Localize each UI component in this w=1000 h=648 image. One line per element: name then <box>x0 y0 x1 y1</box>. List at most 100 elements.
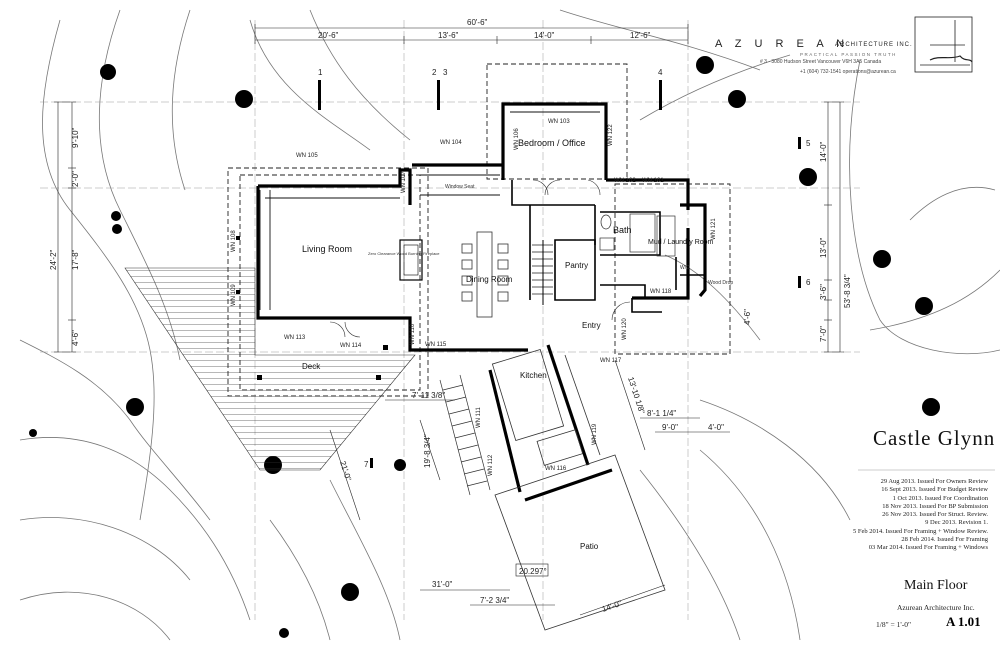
label-window-seat: Window Seat <box>445 184 475 190</box>
project-name: Castle Glynn <box>873 426 996 450</box>
room-bath: Bath <box>613 225 632 235</box>
window-tag: WN 120 <box>622 318 628 340</box>
revision-item: 1 Oct 2013. Issued For Coordination <box>892 494 988 502</box>
revision-item: 29 Aug 2013. Issued For Owners Review <box>880 478 988 485</box>
firm-name-footer: Azurean Architecture Inc. <box>897 603 975 612</box>
window-tag: WN 108 <box>231 230 237 252</box>
window-tag: WN 101 <box>642 178 664 184</box>
tree <box>799 168 817 186</box>
window-tag: WN 111 <box>476 407 482 428</box>
dim-kitchen-6: 19'-8 3/4" <box>423 434 432 468</box>
tree <box>100 64 116 80</box>
tree <box>922 398 940 416</box>
window-tag: WN 112 <box>488 454 494 476</box>
dim-right-2: 13'-0" <box>819 237 828 258</box>
dim-top-3: 14'-0" <box>534 31 555 40</box>
firm-logo <box>914 16 973 73</box>
label-fireplace: Zero Clearance Wood Burning Fireplace <box>368 251 440 256</box>
window-tag: WN 105 <box>296 153 318 159</box>
slope-hatch <box>124 267 416 471</box>
dim-kitchen-2: 8'-1 1/4" <box>647 409 676 418</box>
mudroom-roof-outline <box>614 183 731 355</box>
section-mark-6: 6 <box>806 278 811 287</box>
window-tag: WN 116 <box>545 466 567 472</box>
tree <box>728 90 746 108</box>
dining-table <box>461 231 509 318</box>
window-tag: WN 110 <box>410 323 416 345</box>
tree <box>29 429 37 437</box>
tree <box>915 297 933 315</box>
angle-box <box>515 563 549 577</box>
dim-overall-top: 60'-6" <box>467 18 488 27</box>
dim-kitchen-1: 7'-11 3/8" <box>412 391 445 400</box>
tree <box>341 583 359 601</box>
tree <box>111 211 121 221</box>
dim-left-overall: 24'-2" <box>49 249 58 270</box>
grid-reference-lines <box>40 20 860 620</box>
tree <box>696 56 714 74</box>
door-swings <box>329 179 631 338</box>
room-living-room: Living Room <box>302 244 352 254</box>
window-tag: WN 104 <box>440 140 462 146</box>
right-dimension-string <box>824 101 844 353</box>
dim-top-4: 12'-6" <box>630 31 651 40</box>
revision-item: 18 Nov 2013. Issued For BP Submission <box>882 502 988 510</box>
trees <box>29 56 940 638</box>
window-tag: WN 118 <box>650 289 672 295</box>
dim-top-2: 13'-6" <box>438 31 459 40</box>
dim-left-2: 2'-0" <box>71 171 80 187</box>
window-tag: WN 107 <box>401 171 407 193</box>
tree <box>873 250 891 268</box>
room-kitchen: Kitchen <box>520 371 547 380</box>
section-mark-2: 2 <box>432 68 437 77</box>
window-tag: WN 113 <box>284 335 306 341</box>
window-tag: WN 106 <box>514 128 520 150</box>
window-tag: WN 119 <box>592 423 598 445</box>
tree <box>279 628 289 638</box>
window-tag: WN 114 <box>340 343 362 349</box>
room-dining-room: Dining Room <box>466 275 513 284</box>
section-mark-1: 1 <box>318 68 323 77</box>
section-mark-5: 5 <box>806 139 811 148</box>
tree <box>126 398 144 416</box>
section-markers <box>318 80 801 468</box>
dim-angle: 20.297° <box>519 567 547 576</box>
revision-list: 29 Aug 2013. Issued For Owners Review 16… <box>853 478 988 553</box>
sheet-number: A 1.01 <box>946 614 981 629</box>
revision-item: 9 Dec 2013. Revision 1. <box>925 519 988 527</box>
bath-fixtures <box>599 213 676 257</box>
room-deck: Deck <box>302 362 321 371</box>
window-tag: WN 103 <box>548 119 570 125</box>
dim-kitchen-4: 4'-0" <box>708 423 724 432</box>
left-dimension-string <box>54 101 76 353</box>
dim-right-5: 7'-0" <box>819 326 828 342</box>
firm-address: # 3 - 3080 Hudson Street Vancouver V6H 3… <box>760 59 882 65</box>
drawing-scale: 1/8" = 1'-0" <box>876 620 912 629</box>
room-patio: Patio <box>580 542 599 551</box>
firm-contact: +1 (604) 732-1541 operations@azurean.ca <box>800 69 896 75</box>
kitchen-dimension-lines <box>329 359 730 616</box>
window-tag: WN 102 <box>614 178 636 184</box>
revision-item: 16 Sept 2013. Issued For Budget Review <box>881 486 988 494</box>
bedroom-roof-outline <box>486 63 628 180</box>
firm-name-suffix: ARCHITECTURE INC. <box>835 42 913 48</box>
exterior-walls <box>256 102 707 502</box>
section-mark-7: 7 <box>364 460 369 469</box>
firm-name: A Z U R E A N <box>715 38 850 50</box>
window-tag: WN 115 <box>425 342 447 348</box>
fireplace <box>399 239 423 281</box>
dim-kitchen-3: 9'-0" <box>662 423 678 432</box>
tree <box>394 459 406 471</box>
dim-kitchen-7: 21'-0" <box>338 460 353 482</box>
exterior-stairs <box>439 374 491 496</box>
revision-item: 5 Feb 2014. Issued For Framing + Window … <box>852 527 988 535</box>
dim-right-4: 4'-6" <box>743 309 752 325</box>
room-bedroom-office: Bedroom / Office <box>518 138 585 148</box>
revision-item: 28 Feb 2014. Issued For Framing <box>901 536 988 544</box>
patio-outline <box>494 454 666 631</box>
window-tag: WN 109 <box>231 284 237 306</box>
window-tag: WN 121 <box>711 218 717 240</box>
tree <box>235 90 253 108</box>
dim-right-3: 3'-6" <box>819 284 828 300</box>
dim-bottom-1: 31'-0" <box>432 580 453 589</box>
